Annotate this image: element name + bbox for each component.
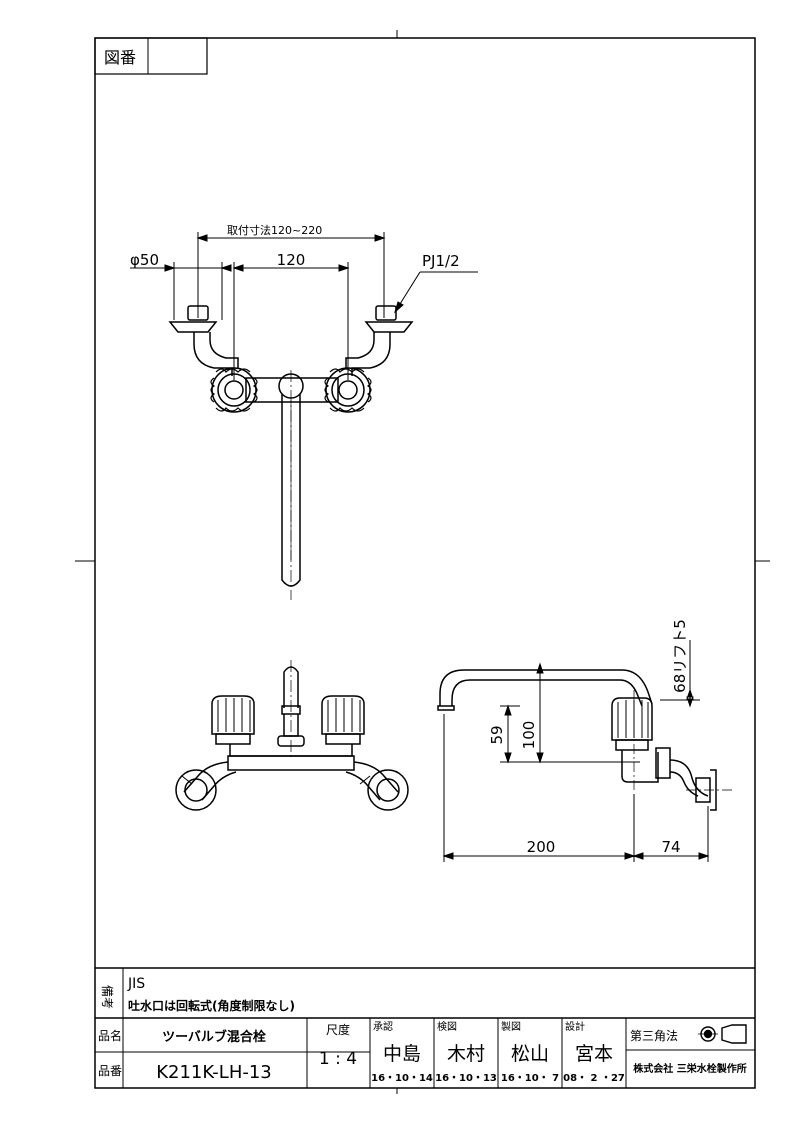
dim-height-59: 59 [488,725,506,744]
left-handle-top [210,367,258,413]
dim-mount-range: 取付寸法120~220 [227,223,322,237]
design-date: 08・ 2 ・27 [563,1073,625,1084]
dim-diameter: φ50 [130,251,159,269]
draft-label: 製図 [501,1020,521,1033]
draft-name: 松山 [511,1043,549,1065]
side-dimensions [442,640,710,862]
third-angle-projection-icon [698,1024,747,1044]
product-name: ツーバルブ混合栓 [162,1029,266,1045]
dim-height-100: 100 [520,721,538,750]
top-dimensions [130,232,478,380]
design-name: 宮本 [575,1043,613,1065]
approval-name: 中島 [383,1043,421,1065]
approval-label: 承認 [373,1020,393,1033]
registration-marks [75,30,770,1094]
draft-date: 16・10・ 7 [501,1073,559,1084]
dim-width-74: 74 [661,838,680,856]
remarks-line2: 吐水口は回転式(角度制限なし) [128,998,295,1013]
dim-pitch: 120 [277,251,306,269]
check-date: 16・10・13 [435,1073,497,1084]
product-number-label: 品番 [98,1064,122,1078]
dim-width-200: 200 [527,838,556,856]
company-name: 株式会社 三栄水栓製作所 [633,1062,746,1075]
product-name-label: 品名 [98,1028,122,1043]
right-handle-top [324,367,372,413]
check-label: 検図 [437,1020,457,1033]
dim-lift: 68リフト5 [671,619,689,693]
product-number: K211K-LH-13 [156,1062,272,1083]
projection-label: 第三角法 [630,1029,678,1043]
scale-label: 尺度 [326,1022,350,1037]
remarks-line1: JIS [127,976,145,992]
drawing-number-label: 図番 [104,48,136,67]
approval-date: 16・10・14 [371,1073,433,1084]
remarks-label: 備考 [100,985,115,1009]
title-block [95,967,755,1088]
front-view [175,660,409,811]
design-label: 設計 [565,1020,585,1033]
dim-thread: PJ1/2 [422,252,460,270]
scale-value: 1 : 4 [319,1049,357,1069]
top-view [130,232,478,600]
check-name: 木村 [447,1043,485,1065]
outer-frame [94,37,756,1089]
drawing-number-box: 図番 [94,37,208,75]
side-view [437,669,732,811]
